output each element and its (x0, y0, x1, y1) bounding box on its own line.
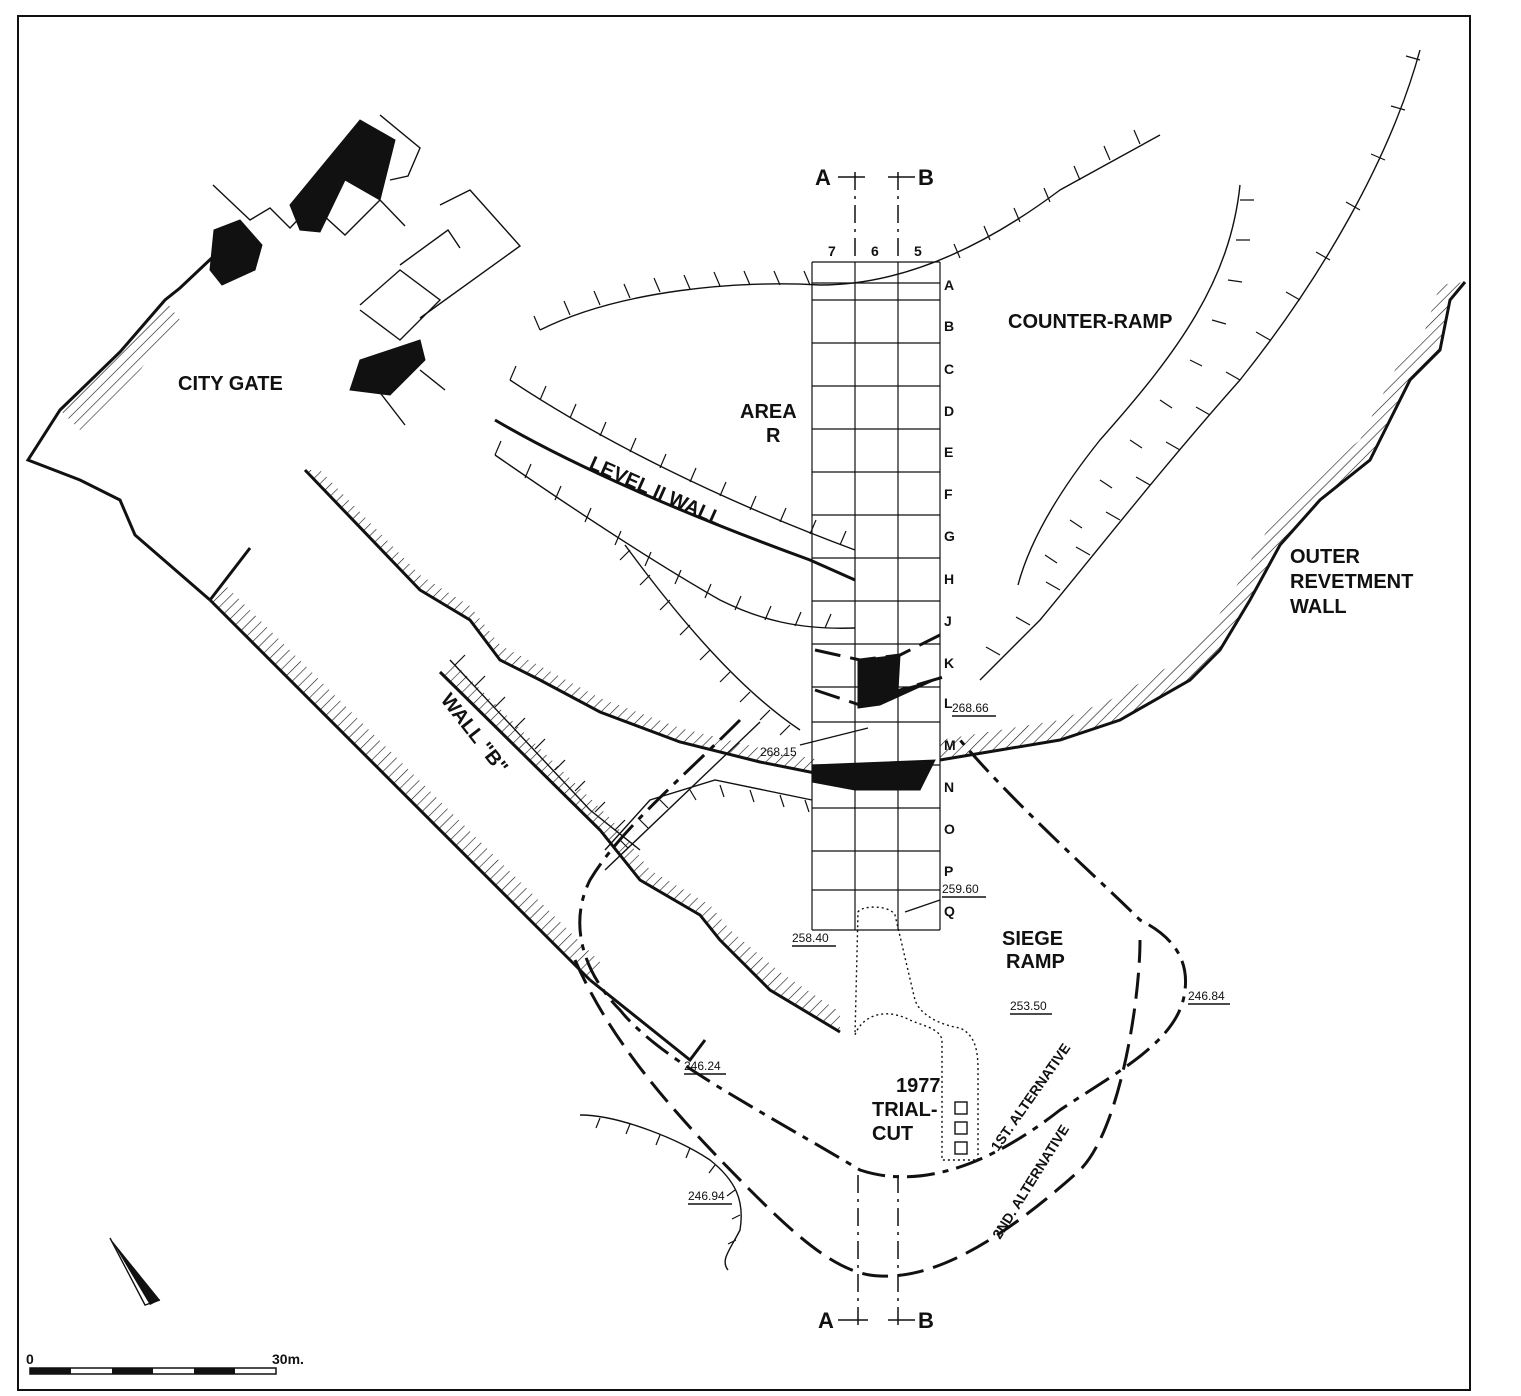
elevation-268-66: 268.66 (952, 701, 989, 715)
counter-ramp-contours (533, 49, 1467, 762)
hatching (60, 300, 840, 1032)
grid-row-k: K (944, 655, 954, 671)
area-r-label-1: AREA (740, 401, 797, 423)
section-a-top: A (815, 165, 831, 190)
elevation-246-94: 246.94 (688, 1189, 725, 1203)
grid-row-m: M (944, 737, 956, 753)
grid-row-f: F (944, 486, 953, 502)
elevation-258-40: 258.40 (792, 931, 829, 945)
elevation-253-50: 253.50 (1010, 999, 1047, 1013)
siege-ramp-label-2: RAMP (1006, 951, 1065, 973)
trial-cut-label-2: TRIAL- (872, 1099, 938, 1121)
grid-row-l: L (944, 695, 953, 711)
area-r-grid (811, 261, 941, 931)
city-gate-label: CITY GATE (178, 373, 283, 395)
section-b-bottom: B (918, 1308, 934, 1333)
grid-row-d: D (944, 403, 954, 419)
grid-row-n: N (944, 779, 954, 795)
trial-cut-label-1: 1977 (896, 1075, 941, 1097)
counter-ramp-label: COUNTER-RAMP (1008, 311, 1172, 333)
section-lines (838, 172, 915, 1325)
ramp-approach (604, 721, 813, 871)
section-a-bottom: A (818, 1308, 834, 1333)
level-ii-wall (494, 365, 856, 736)
trial-cut-outline (854, 906, 979, 1161)
area-r-label-2: R (766, 425, 781, 447)
section-b-top: B (918, 165, 934, 190)
north-arrow-icon (109, 1237, 161, 1306)
siege-ramp-label-1: SIEGE (1002, 928, 1063, 950)
elevation-marks: 268.66 268.15 259.60 258.40 253.50 246.8… (684, 701, 1230, 1205)
grid-col-7: 7 (828, 243, 836, 259)
scale-start: 0 (26, 1351, 34, 1367)
elevation-268-15: 268.15 (760, 745, 797, 759)
grid-row-e: E (944, 444, 953, 460)
grid-row-h: H (944, 571, 954, 587)
scale-end: 30m. (272, 1351, 304, 1367)
grid-row-j: J (944, 613, 952, 629)
outer-revetment-label-1: OUTER (1290, 546, 1361, 568)
elevation-246-84: 246.84 (1188, 989, 1225, 1003)
city-wall (25, 252, 841, 1063)
trial-cut-label-3: CUT (872, 1123, 913, 1145)
grid-row-b: B (944, 318, 954, 334)
coastline (579, 1114, 742, 1271)
elevation-246-24: 246.24 (684, 1059, 721, 1073)
grid-row-p: P (944, 863, 953, 879)
excavated-features (811, 633, 951, 791)
alternatives (573, 718, 1187, 1278)
outer-revetment-label-2: REVETMENT (1290, 571, 1413, 593)
map-frame (17, 15, 1471, 1391)
grid-row-g: G (944, 528, 955, 544)
grid-row-a: A (944, 277, 954, 293)
grid-row-o: O (944, 821, 955, 837)
scale-bar: 0 30m. (26, 1351, 304, 1375)
grid-row-q: Q (944, 903, 955, 919)
outer-revetment-label-3: WALL (1290, 596, 1347, 618)
grid-col-5: 5 (914, 243, 922, 259)
grid-row-c: C (944, 361, 954, 377)
elevation-259-60: 259.60 (942, 882, 979, 896)
city-gate-structure (209, 114, 522, 426)
grid-col-6: 6 (871, 243, 879, 259)
